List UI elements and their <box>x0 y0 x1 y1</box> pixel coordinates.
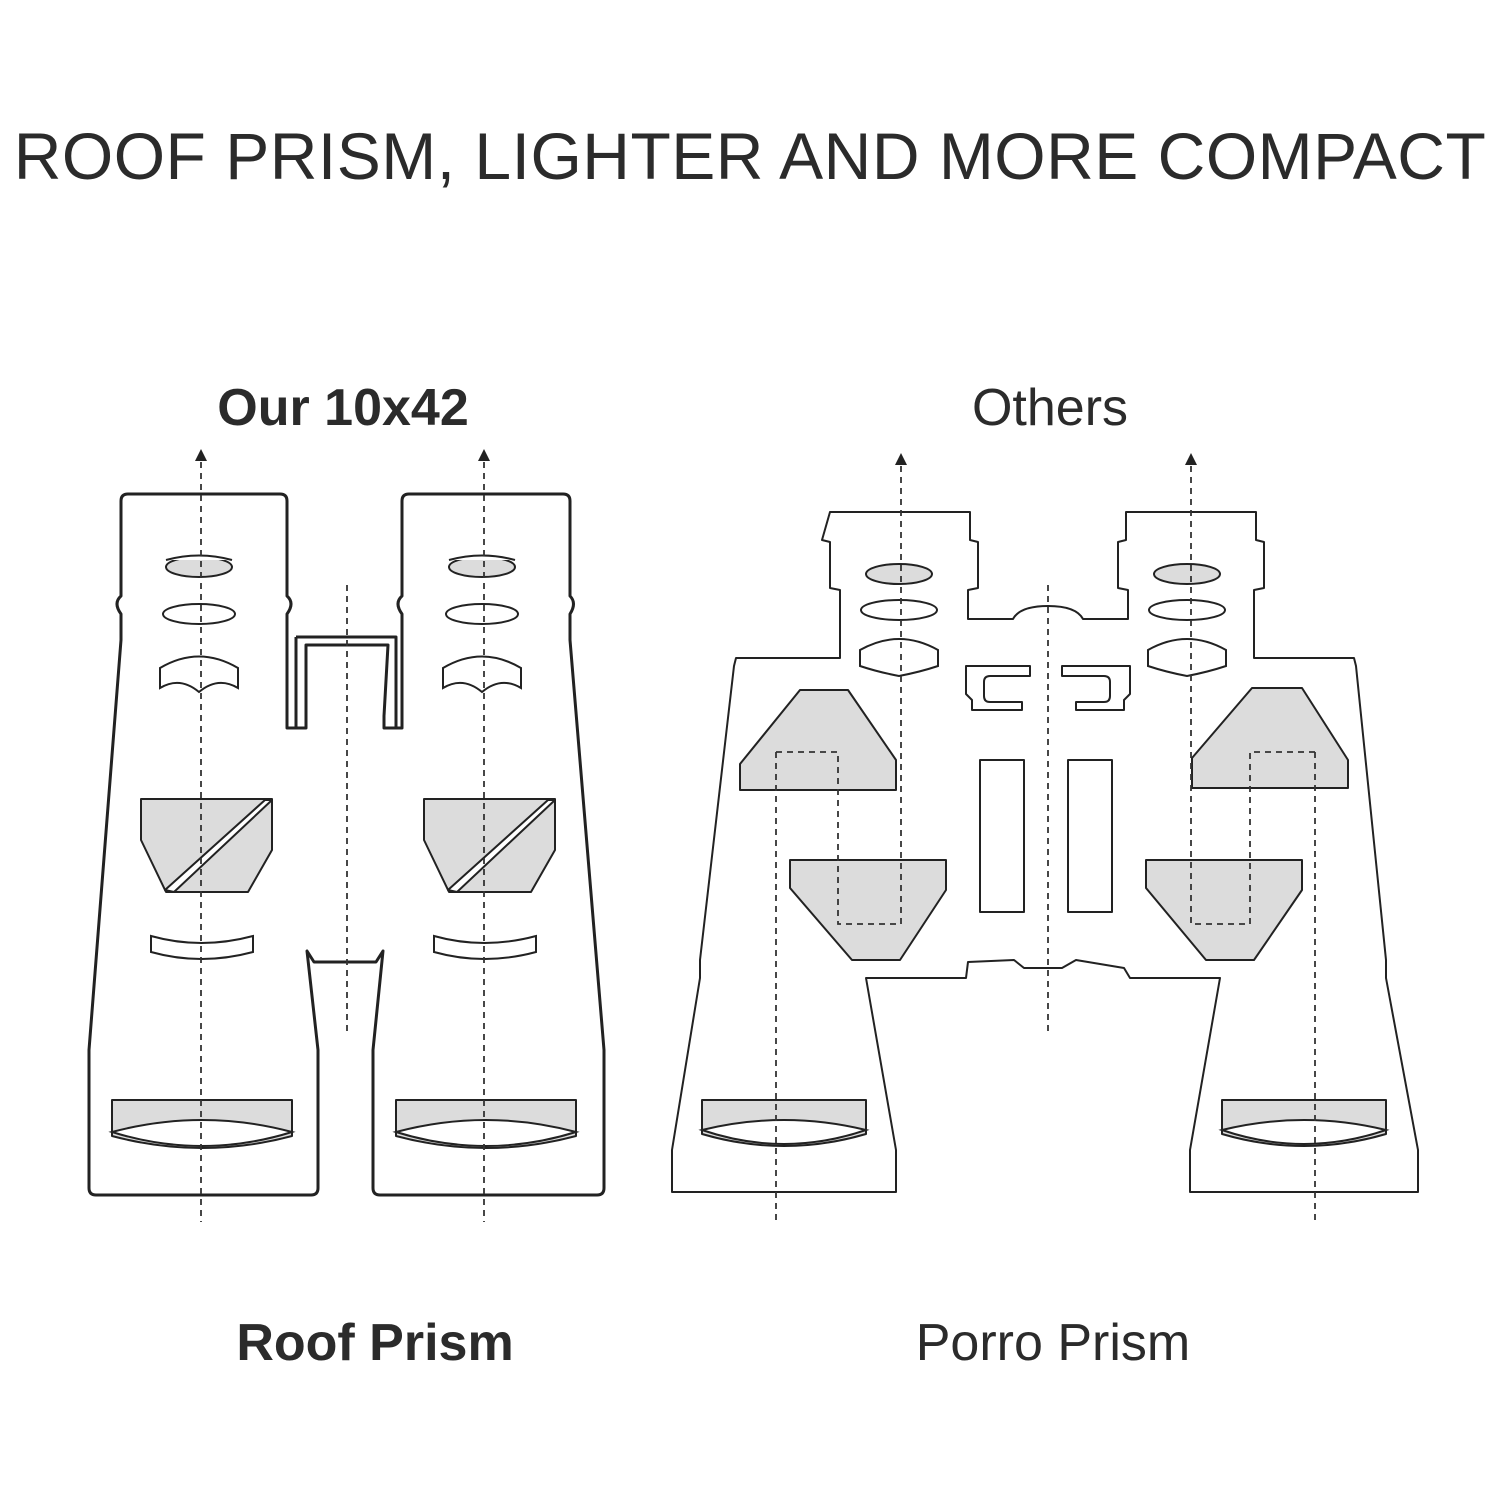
porro-left-eyepiece-lens-3 <box>859 638 939 678</box>
roof-right-eyepiece-lens-2 <box>445 603 519 625</box>
roof-left-eyepiece-lens-2 <box>162 603 236 625</box>
roof-left-axis-arrow <box>195 449 207 461</box>
roof-left-barrel-outline <box>87 492 606 1197</box>
porro-right-upper-prism <box>1191 687 1349 789</box>
porro-right-eyepiece-lens-1 <box>1153 563 1221 585</box>
porro-right-lower-prism <box>1145 859 1303 961</box>
roof-prism-caption: Roof Prism <box>236 1314 514 1372</box>
porro-right-hinge-bar <box>1067 759 1113 913</box>
porro-left-light-path <box>776 650 902 925</box>
roof-right-axis-arrow <box>478 449 490 461</box>
porro-left-upper-prism <box>739 689 897 791</box>
roof-right-prism-split <box>447 799 556 893</box>
page-title: ROOF PRISM, LIGHTER AND MORE COMPACT <box>13 119 1487 193</box>
roof-left-eyepiece-lens-3 <box>159 655 239 694</box>
roof-left-objective-arc <box>108 1119 296 1147</box>
roof-left-prism-split <box>164 799 273 893</box>
porro-body-outline <box>671 511 1419 1193</box>
porro-left-eyepiece-lens-2 <box>860 599 938 621</box>
porro-left-objective-arc <box>698 1119 870 1145</box>
porro-right-hinge-bracket <box>1061 665 1131 711</box>
porro-right-eyepiece-lens-2 <box>1148 599 1226 621</box>
porro-left-axis-arrow <box>895 453 907 465</box>
porro-left-hinge-bracket <box>965 665 1031 711</box>
porro-prism-binocular <box>671 453 1419 1222</box>
porro-left-lower-prism <box>789 859 947 961</box>
roof-right-optics <box>392 554 580 1149</box>
porro-right-axis-arrow <box>1185 453 1197 465</box>
roof-binocular-title: Our 10x42 <box>217 379 469 437</box>
porro-right-objective-arc <box>1218 1119 1390 1145</box>
roof-bridge-frame <box>294 635 398 728</box>
porro-prism-caption: Porro Prism <box>915 1314 1191 1372</box>
porro-right-eyepiece-lens-3 <box>1147 638 1227 678</box>
roof-right-objective-arc <box>392 1119 580 1147</box>
roof-right-focus-lens <box>433 934 537 960</box>
roof-left-optics <box>108 554 296 1149</box>
roof-prism-binocular <box>87 449 606 1222</box>
porro-left-eyepiece-lens-1 <box>865 563 933 585</box>
roof-right-eyepiece-lens-1-rim <box>448 554 516 561</box>
roof-left-focus-lens <box>150 934 254 960</box>
porro-right-light-path <box>1190 650 1315 925</box>
porro-binocular-title: Others <box>971 379 1129 437</box>
roof-left-eyepiece-lens-1-rim <box>165 554 233 561</box>
roof-right-eyepiece-lens-3 <box>442 655 522 694</box>
porro-left-hinge-bar <box>979 759 1025 913</box>
